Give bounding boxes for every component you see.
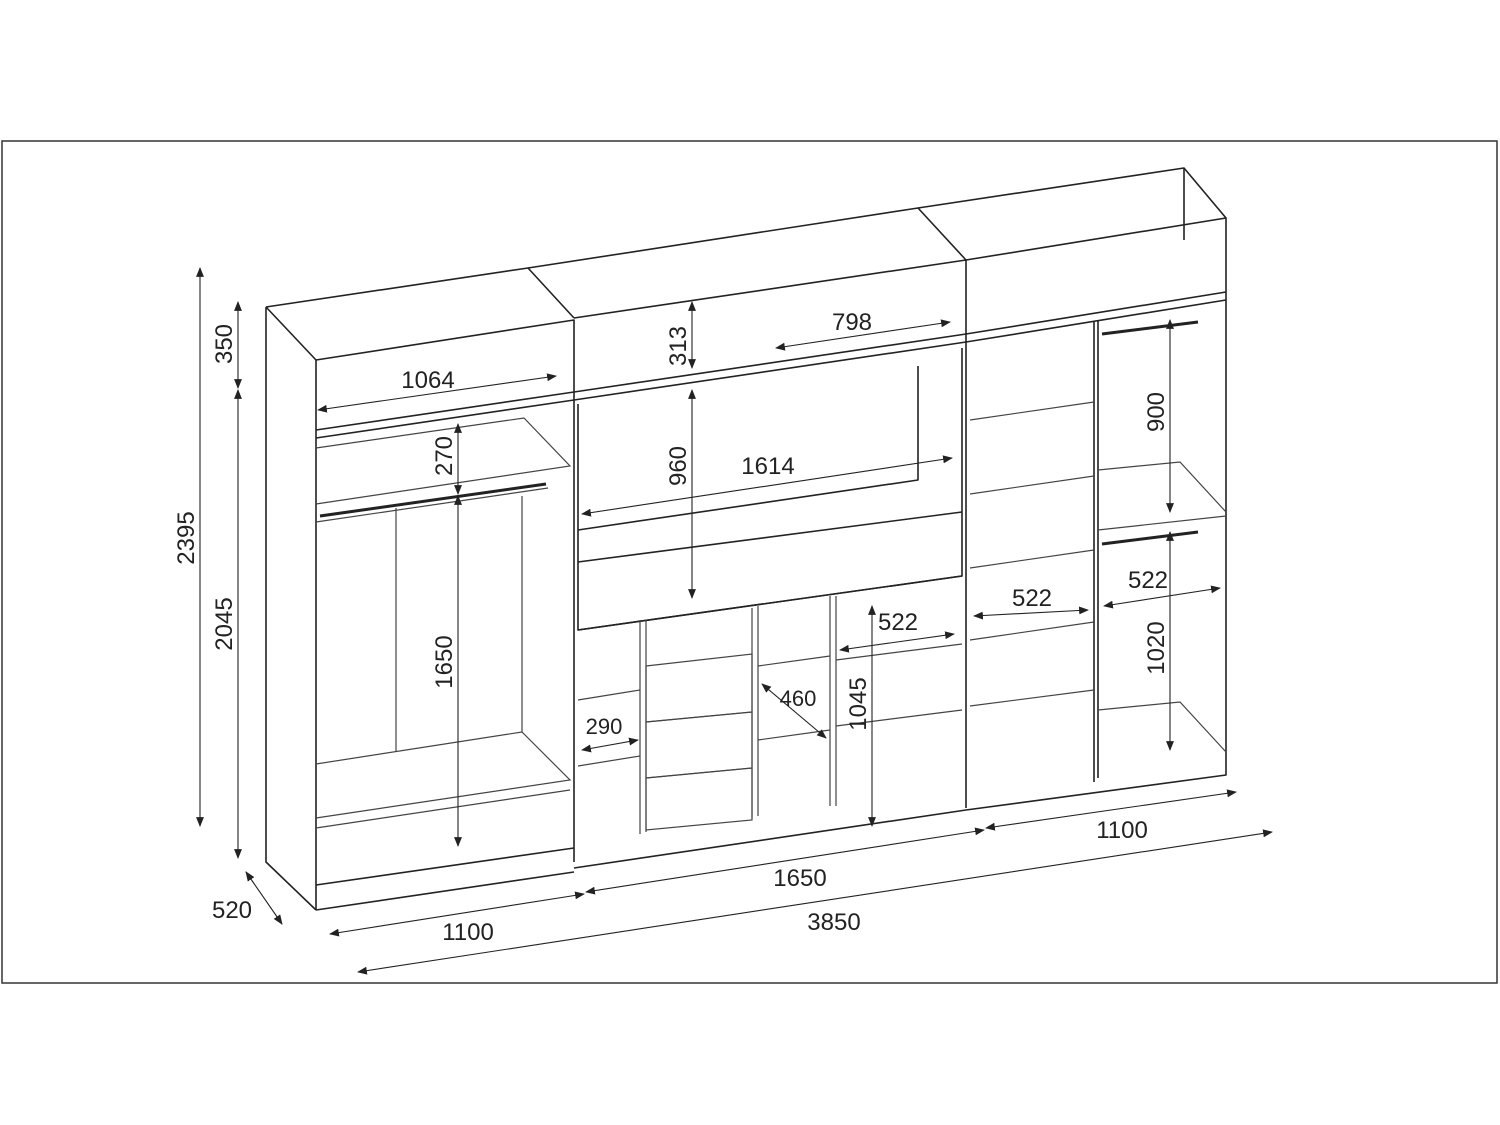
dim-lower-height: 2045 [211,597,238,650]
dim-depth: 520 [212,897,252,924]
hanging-rails [319,320,1199,546]
dim-left-shelf-gap: 270 [431,436,458,476]
dim-niche-height: 960 [665,446,692,486]
dim-mid-shelf-460: 460 [780,686,817,711]
dim-right-lower-hang: 1020 [1143,621,1170,674]
dimension-lines [196,267,1273,975]
dim-left-width: 1100 [442,919,494,946]
dim-mid-lower-height: 1045 [845,677,872,730]
dim-middle-width: 1650 [773,865,826,892]
dim-right-shelf-right: 522 [1128,567,1168,594]
dim-total-height: 2395 [173,511,200,564]
interior-shelves [315,401,1227,834]
dim-left-top-inner: 1064 [401,367,454,394]
dim-mid-top-height: 313 [665,326,692,366]
drawing-frame [1,140,1498,984]
dim-left-hanging: 1650 [431,635,458,688]
dim-top-height: 350 [211,324,238,364]
dim-right-width: 1100 [1096,817,1148,844]
dim-mid-top-inner: 798 [832,309,872,336]
dim-mid-right-shelf: 522 [878,609,918,636]
wardrobe-outline [265,167,1227,911]
dim-right-upper-hang: 900 [1143,392,1170,432]
dim-mid-shelf-290: 290 [586,714,623,739]
dim-right-shelf-left: 522 [1012,585,1052,612]
dim-niche-width: 1614 [741,453,794,480]
dim-total-width: 3850 [807,909,860,936]
